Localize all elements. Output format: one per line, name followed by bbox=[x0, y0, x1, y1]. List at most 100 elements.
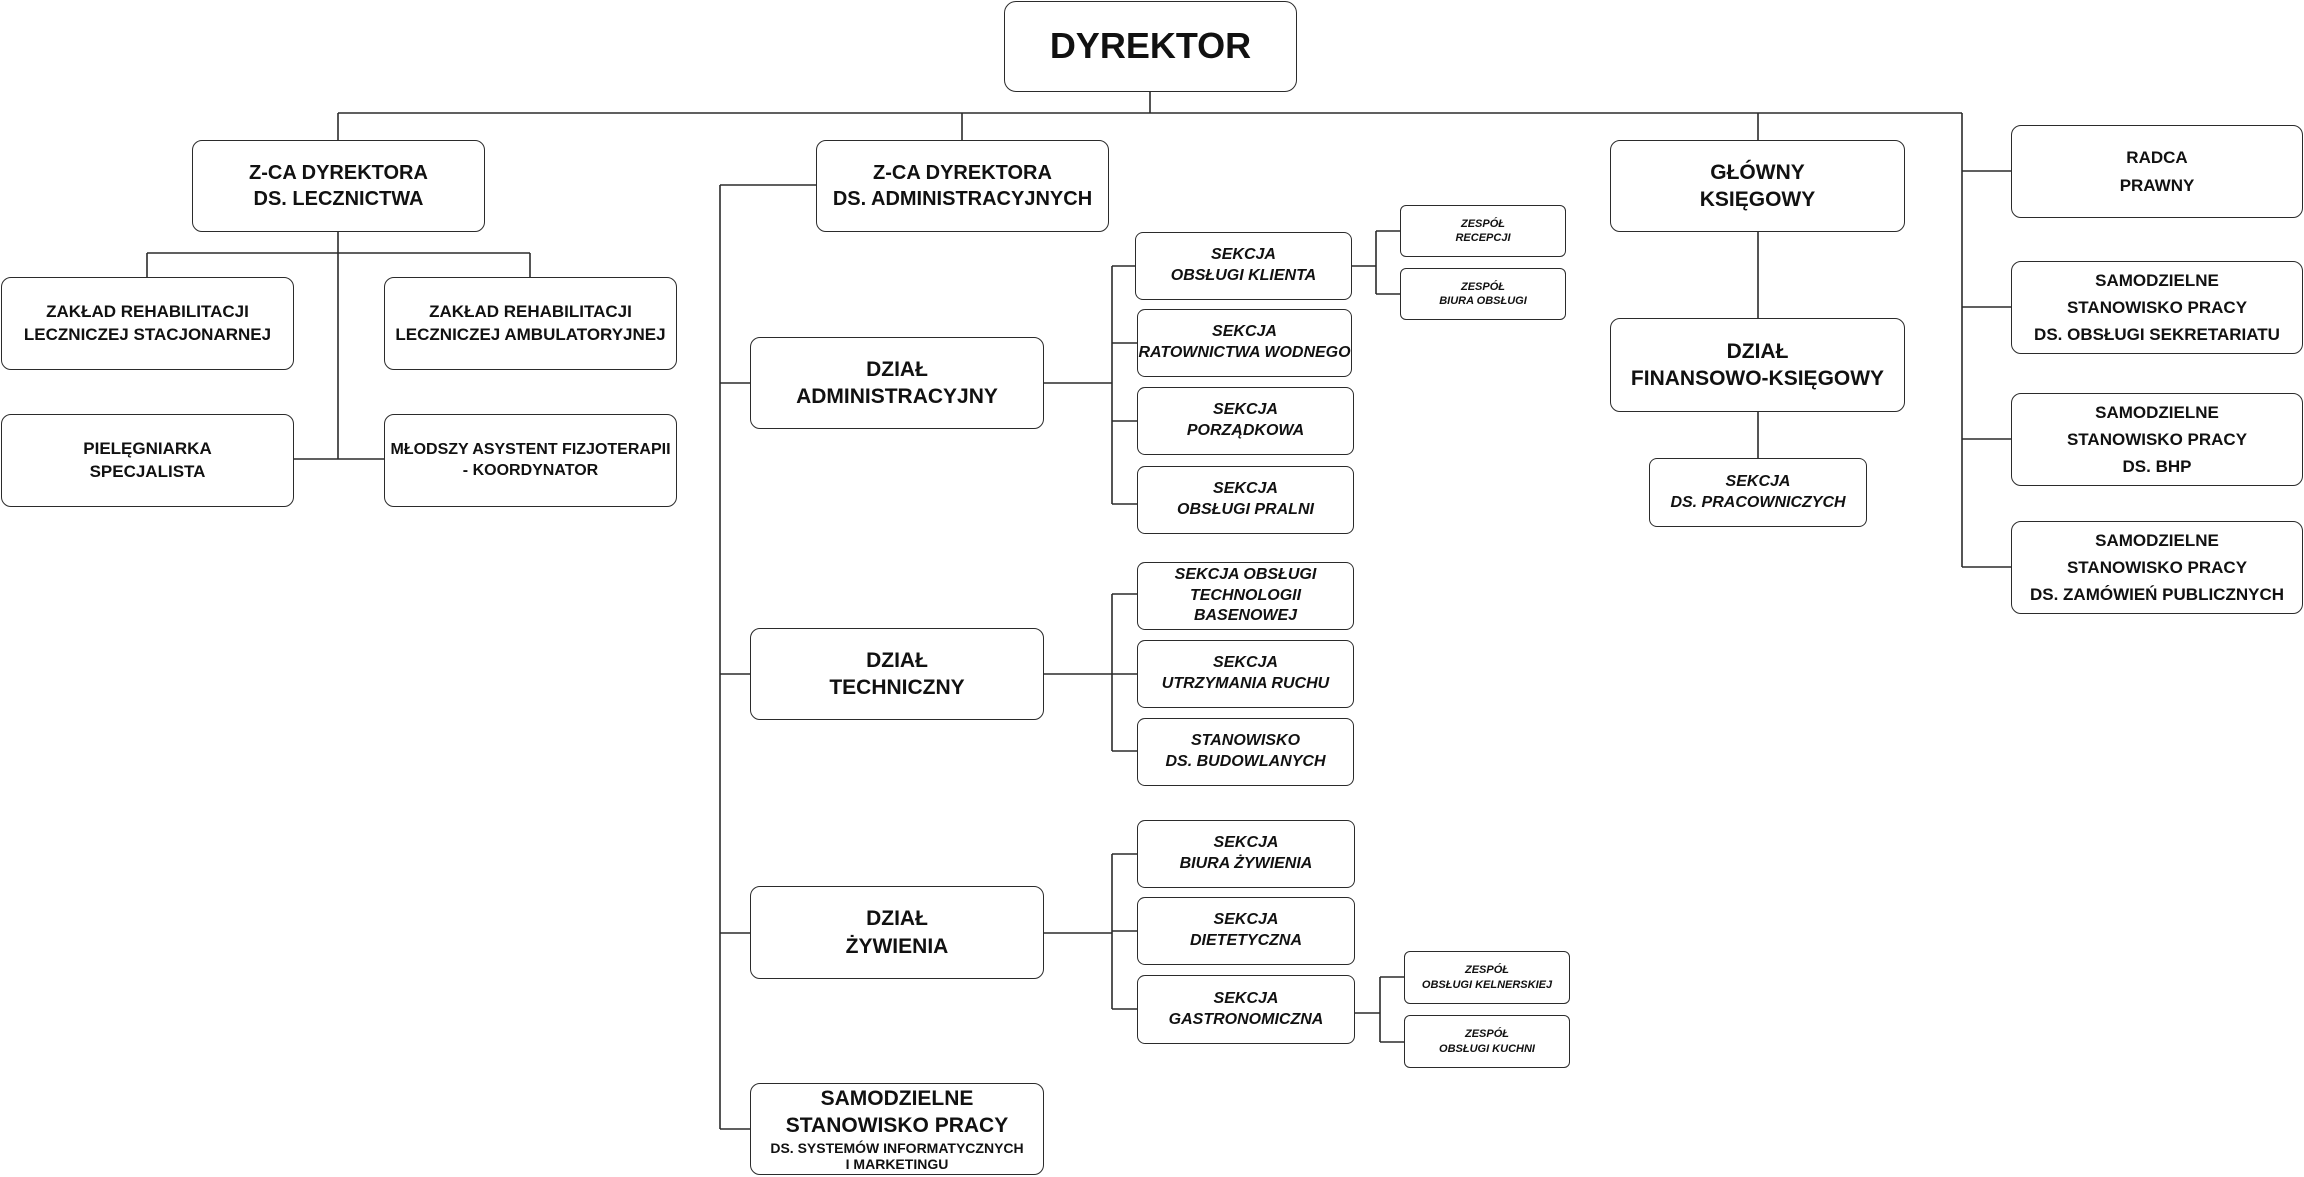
box-line: PORZĄDKOWA bbox=[1186, 422, 1305, 439]
box-line: ADMINISTRACYJNY bbox=[796, 385, 998, 408]
box-line: SEKCJA bbox=[1213, 834, 1279, 852]
inpatient-rehab-box: ZAKŁAD REHABILITACJI LECZNICZEJ STACJONA… bbox=[1, 277, 294, 370]
chief-accountant-box: GŁÓWNY KSIĘGOWY bbox=[1610, 140, 1905, 232]
box-line: SEKCJA bbox=[1213, 911, 1279, 929]
it-marketing-post-box: SAMODZIELNE STANOWISKO PRACY DS. SYSTEMÓ… bbox=[750, 1083, 1044, 1175]
box-line: RATOWNICTWA WODNEGO bbox=[1138, 344, 1351, 361]
director-label: DYREKTOR bbox=[1049, 25, 1252, 67]
box-line: OBSŁUGI KELNERSKIEJ bbox=[1421, 978, 1553, 991]
box-line: SAMODZIELNE bbox=[2095, 530, 2219, 550]
box-line: STANOWISKO PRACY bbox=[2066, 429, 2248, 449]
box-line: TECHNOLOGII BASENOWEJ bbox=[1189, 586, 1302, 625]
secretariat-post-box: SAMODZIELNE STANOWISKO PRACY DS. OBSŁUGI… bbox=[2011, 261, 2303, 354]
director-box: DYREKTOR bbox=[1004, 1, 1297, 92]
box-line: SEKCJA bbox=[1725, 472, 1791, 490]
team-waiters: ZESPÓŁ OBSŁUGI KELNERSKIEJ bbox=[1404, 951, 1570, 1004]
box-line: I MARKETINGU bbox=[845, 1156, 949, 1173]
box-line: ZESPÓŁ bbox=[1460, 217, 1505, 230]
box-line: SEKCJA bbox=[1212, 323, 1277, 341]
box-line: GŁÓWNY bbox=[1710, 160, 1805, 184]
bhp-post-box: SAMODZIELNE STANOWISKO PRACY DS. BHP bbox=[2011, 393, 2303, 486]
section-pool-technology: SEKCJA OBSŁUGI TECHNOLOGII BASENOWEJ bbox=[1137, 562, 1354, 630]
box-line: DZIAŁ bbox=[866, 357, 928, 381]
public-procurement-post-box: SAMODZIELNE STANOWISKO PRACY DS. ZAMÓWIE… bbox=[2011, 521, 2303, 614]
box-line: SAMODZIELNE bbox=[820, 1086, 974, 1110]
box-line: DS. BUDOWLANYCH bbox=[1165, 753, 1326, 770]
box-line: PIELĘGNIARKA bbox=[83, 439, 212, 459]
post-construction: STANOWISKO DS. BUDOWLANYCH bbox=[1137, 718, 1354, 786]
box-line: LECZNICZEJ STACJONARNEJ bbox=[23, 324, 272, 344]
finance-dept-box: DZIAŁ FINANSOWO-KSIĘGOWY bbox=[1610, 318, 1905, 412]
box-line: SAMODZIELNE bbox=[2095, 402, 2219, 422]
deputy-medical-box: Z-CA DYREKTORA DS. LECZNICTWA bbox=[192, 140, 485, 232]
box-line: SEKCJA bbox=[1213, 989, 1279, 1007]
box-line: DIETETYCZNA bbox=[1190, 932, 1302, 949]
section-cleaning: SEKCJA PORZĄDKOWA bbox=[1137, 387, 1354, 455]
section-dietetic: SEKCJA DIETETYCZNA bbox=[1137, 897, 1355, 965]
box-line: SEKCJA bbox=[1213, 654, 1278, 672]
box-line: STANOWISKO PRACY bbox=[2066, 297, 2248, 317]
box-line: FINANSOWO-KSIĘGOWY bbox=[1630, 367, 1885, 390]
nurse-specialist-box: PIELĘGNIARKA SPECJALISTA bbox=[1, 414, 294, 507]
admin-dept-box: DZIAŁ ADMINISTRACYJNY bbox=[750, 337, 1044, 429]
section-water-rescue: SEKCJA RATOWNICTWA WODNEGO bbox=[1137, 309, 1352, 377]
food-dept-box: DZIAŁ ŻYWIENIA bbox=[750, 886, 1044, 979]
box-line: STANOWISKO PRACY bbox=[2066, 557, 2248, 577]
box-line: SEKCJA bbox=[1211, 246, 1276, 264]
box-line: SPECJALISTA bbox=[89, 461, 206, 481]
box-line: DS. ADMINISTRACYJNYCH bbox=[832, 188, 1093, 210]
box-line: SAMODZIELNE bbox=[2095, 270, 2219, 290]
box-line: DS. PRACOWNICZYCH bbox=[1670, 493, 1846, 511]
box-line: DS. ZAMÓWIEŃ PUBLICZNYCH bbox=[2029, 585, 2285, 605]
team-kitchen: ZESPÓŁ OBSŁUGI KUCHNI bbox=[1404, 1015, 1570, 1068]
box-line: STANOWISKO PRACY bbox=[785, 1114, 1009, 1138]
box-line: ZAKŁAD REHABILITACJI bbox=[46, 302, 249, 322]
box-line: DZIAŁ bbox=[866, 648, 928, 672]
section-food-office: SEKCJA BIURA ŻYWIENIA bbox=[1137, 820, 1355, 888]
box-line: ZESPÓŁ bbox=[1464, 1028, 1509, 1041]
legal-advisor-box: RADCA PRAWNY bbox=[2011, 125, 2303, 218]
box-line: STANOWISKO bbox=[1190, 732, 1301, 750]
box-line: TECHNICZNY bbox=[829, 676, 965, 699]
box-line: DS. OBSŁUGI SEKRETARIATU bbox=[2034, 325, 2280, 345]
box-line: OBSŁUGI KLIENTA bbox=[1170, 267, 1317, 284]
outpatient-rehab-box: ZAKŁAD REHABILITACJI LECZNICZEJ AMBULATO… bbox=[384, 277, 677, 370]
section-laundry: SEKCJA OBSŁUGI PRALNI bbox=[1137, 466, 1354, 534]
box-line: BIURA OBSŁUGI bbox=[1439, 295, 1527, 307]
box-line: RADCA bbox=[2126, 148, 2188, 168]
box-line: DZIAŁ bbox=[1726, 339, 1789, 363]
tech-dept-box: DZIAŁ TECHNICZNY bbox=[750, 628, 1044, 720]
box-line: DS. BHP bbox=[2122, 457, 2192, 477]
box-line: ZESPÓŁ bbox=[1460, 280, 1505, 293]
section-employee-affairs: SEKCJA DS. PRACOWNICZYCH bbox=[1649, 458, 1867, 527]
team-service-office: ZESPÓŁ BIURA OBSŁUGI bbox=[1400, 268, 1566, 320]
box-line: Z-CA DYREKTORA bbox=[873, 162, 1052, 184]
box-line: DS. SYSTEMÓW INFORMATYCZNYCH bbox=[770, 1139, 1024, 1156]
box-line: GASTRONOMICZNA bbox=[1168, 1010, 1324, 1028]
box-line: ZAKŁAD REHABILITACJI bbox=[429, 302, 632, 322]
team-reception: ZESPÓŁ RECEPCJI bbox=[1400, 205, 1566, 257]
box-line: UTRZYMANIA RUCHU bbox=[1161, 675, 1330, 692]
physio-assistant-box: MŁODSZY ASYSTENT FIZJOTERAPII - KOORDYNA… bbox=[384, 414, 677, 507]
box-line: LECZNICZEJ AMBULATORYJNEJ bbox=[395, 324, 666, 344]
box-line: SEKCJA bbox=[1213, 480, 1278, 498]
section-gastronomy: SEKCJA GASTRONOMICZNA bbox=[1137, 975, 1355, 1044]
box-line: ŻYWIENIA bbox=[845, 934, 949, 958]
box-line: DS. LECZNICTWA bbox=[253, 188, 424, 210]
section-customer-service: SEKCJA OBSŁUGI KLIENTA bbox=[1135, 232, 1352, 300]
box-line: SEKCJA bbox=[1213, 401, 1278, 419]
box-line: RECEPCJI bbox=[1455, 232, 1511, 244]
box-line: DZIAŁ bbox=[866, 907, 928, 931]
box-line: PRAWNY bbox=[2119, 175, 2195, 195]
box-line: - KOORDYNATOR bbox=[462, 461, 599, 479]
box-line: OBSŁUGI PRALNI bbox=[1177, 501, 1314, 518]
section-maintenance: SEKCJA UTRZYMANIA RUCHU bbox=[1137, 640, 1354, 708]
box-line: BIURA ŻYWIENIA bbox=[1179, 855, 1313, 872]
box-line: KSIĘGOWY bbox=[1699, 188, 1816, 211]
box-line: SEKCJA OBSŁUGI bbox=[1174, 565, 1317, 583]
box-line: Z-CA DYREKTORA bbox=[249, 162, 428, 184]
deputy-admin-box: Z-CA DYREKTORA DS. ADMINISTRACYJNYCH bbox=[816, 140, 1109, 232]
box-line: MŁODSZY ASYSTENT FIZJOTERAPII bbox=[390, 440, 671, 458]
box-line: ZESPÓŁ bbox=[1464, 964, 1509, 977]
